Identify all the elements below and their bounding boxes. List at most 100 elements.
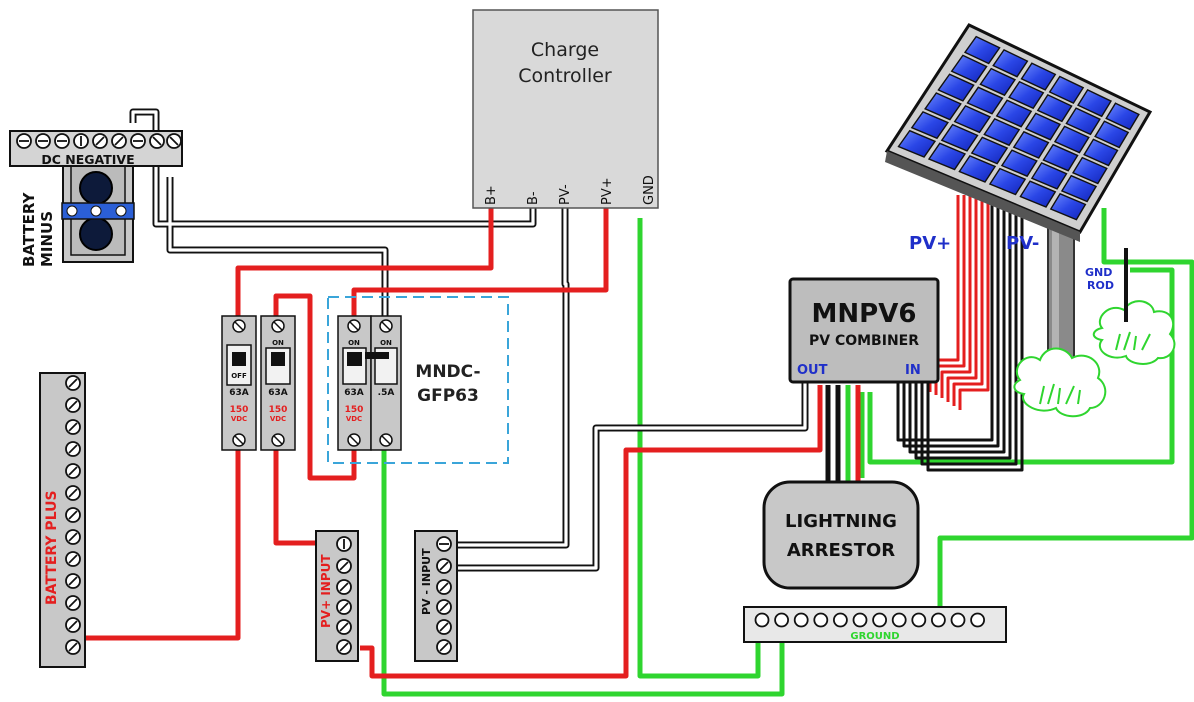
- svg-text:150: 150: [345, 405, 364, 415]
- svg-text:63A: 63A: [344, 388, 364, 398]
- solar-cell: [937, 73, 975, 102]
- panel-harness: [896, 195, 1024, 472]
- wire-pvplus: [351, 205, 609, 322]
- solar-cell: [1019, 180, 1057, 208]
- terminal-b-plus: B+: [484, 185, 499, 205]
- solar-cell: [950, 54, 988, 84]
- gfp-outline: [327, 296, 509, 464]
- breaker-bank: OFF 63A 150 VDC ON 63A 150 VDC ON 63A: [221, 296, 509, 464]
- solar-cell: [1060, 174, 1098, 203]
- breaker-4[interactable]: ON .5A: [365, 315, 402, 451]
- solar-cell: [1083, 138, 1119, 167]
- screw-terminal: [872, 612, 887, 628]
- screw-terminal: [754, 612, 770, 628]
- screw-terminal: [911, 612, 927, 628]
- svg-text:OFF: OFF: [231, 372, 247, 380]
- gnd-wire-arrestor: [937, 208, 1194, 606]
- pv-minus-solar-label: PV-: [1006, 233, 1039, 254]
- positive-wires: [74, 205, 823, 679]
- combiner-in-label: IN: [905, 363, 921, 378]
- wire-bplus: [235, 205, 494, 322]
- solar-cell: [1065, 107, 1101, 136]
- wire-battery-plus: [74, 450, 241, 641]
- pv-plus-input-bus: PV+ INPUT: [315, 530, 359, 662]
- controller-title-line2: Controller: [518, 65, 612, 87]
- combiner-title: MNPV6: [812, 299, 917, 329]
- solar-cells: [897, 35, 1140, 221]
- wire-pv-out: [360, 385, 823, 679]
- screw-terminal: [833, 612, 848, 628]
- breaker-3[interactable]: ON 63A 150 VDC: [337, 315, 372, 451]
- lightning-arrestor: LIGHTNING ARRESTOR: [762, 480, 920, 590]
- gnd-wire-combiner: [867, 267, 1175, 465]
- solar-cell: [1008, 80, 1045, 110]
- wires: [74, 108, 1194, 697]
- gfp-label-line2: GFP63: [417, 386, 479, 406]
- svg-text:VDC: VDC: [346, 415, 362, 423]
- solar-cell: [1042, 143, 1079, 172]
- charge-controller: Charge Controller B+ B- PV- PV+ GND: [472, 9, 659, 209]
- screw-terminal: [891, 612, 907, 628]
- solar-cell: [1049, 192, 1087, 221]
- svg-text:ON: ON: [348, 339, 360, 347]
- solar-cell: [897, 129, 937, 158]
- gfp-label-line1: MNDC-: [415, 362, 480, 382]
- solar-cell: [970, 136, 1009, 165]
- gnd-rod-label-line1: GND: [1085, 266, 1112, 279]
- svg-text:150: 150: [230, 405, 249, 415]
- solar-cell: [963, 35, 1001, 65]
- dc-negative-bus: DC NEGATIVE BATTERY MINUS: [9, 130, 183, 267]
- solar-cell: [983, 118, 1021, 147]
- arrestor-label-line1: LIGHTNING: [785, 511, 897, 532]
- solar-cell: [940, 123, 979, 152]
- wire-pv-input: [273, 450, 336, 546]
- solar-cell: [988, 167, 1027, 196]
- wire-jumper: [273, 293, 357, 481]
- screw-terminal: [970, 612, 985, 628]
- grass-icon: [1013, 300, 1176, 418]
- solar-panel: PV+ PV- GND ROD: [884, 23, 1176, 418]
- terminal-b-minus: B-: [526, 191, 541, 205]
- solar-cell: [1000, 149, 1038, 178]
- screw-terminal: [950, 612, 966, 628]
- solar-cell: [1024, 112, 1062, 141]
- terminal-pv-plus: PV+: [600, 177, 615, 205]
- battery-minus-label-line1: BATTERY: [20, 191, 38, 267]
- gnd-wire-controller: [637, 218, 761, 679]
- pv-plus-solar-label: PV+: [909, 233, 951, 254]
- solar-cell: [1048, 75, 1085, 104]
- solar-cell: [1012, 130, 1050, 159]
- gnd-wire-gfp: [381, 450, 785, 697]
- screw-terminal: [852, 612, 868, 628]
- solar-cell: [966, 86, 1004, 115]
- breaker-2[interactable]: ON 63A 150 VDC: [260, 315, 296, 451]
- arrestor-label-line2: ARRESTOR: [787, 540, 895, 561]
- ground-bar: GROUND: [743, 606, 1007, 643]
- solar-cell: [1036, 94, 1073, 123]
- pv-combiner: MNPV6 PV COMBINER OUT IN: [788, 277, 940, 384]
- solar-cell: [927, 142, 967, 171]
- solar-cell: [1030, 162, 1068, 190]
- solar-cell: [924, 92, 962, 121]
- dc-negative-label: DC NEGATIVE: [41, 152, 134, 167]
- solar-cell: [1020, 62, 1057, 91]
- solar-cell: [1076, 88, 1113, 118]
- controller-title-line1: Charge: [531, 39, 599, 61]
- solar-cell: [953, 105, 992, 134]
- combiner-subtitle: PV COMBINER: [809, 333, 919, 349]
- gnd-rod-label-line2: ROD: [1087, 279, 1114, 292]
- svg-text:VDC: VDC: [231, 415, 247, 423]
- solar-cell: [995, 99, 1033, 128]
- svg-text:.5A: .5A: [378, 388, 395, 398]
- battery-plus-bus: BATTERY PLUS: [39, 372, 86, 668]
- screw-terminal: [774, 612, 789, 628]
- screw-terminal: [793, 612, 809, 628]
- battery-minus-label-line2: MINUS: [38, 211, 56, 267]
- svg-text:150: 150: [269, 405, 288, 415]
- svg-text:ON: ON: [272, 339, 284, 347]
- solar-cell: [910, 111, 949, 140]
- combiner-out-label: OUT: [797, 363, 828, 378]
- breaker-1[interactable]: OFF 63A 150 VDC: [221, 315, 257, 451]
- pv-minus-input-bus: PV - INPUT: [414, 530, 458, 662]
- arrestor-wires: [825, 385, 861, 482]
